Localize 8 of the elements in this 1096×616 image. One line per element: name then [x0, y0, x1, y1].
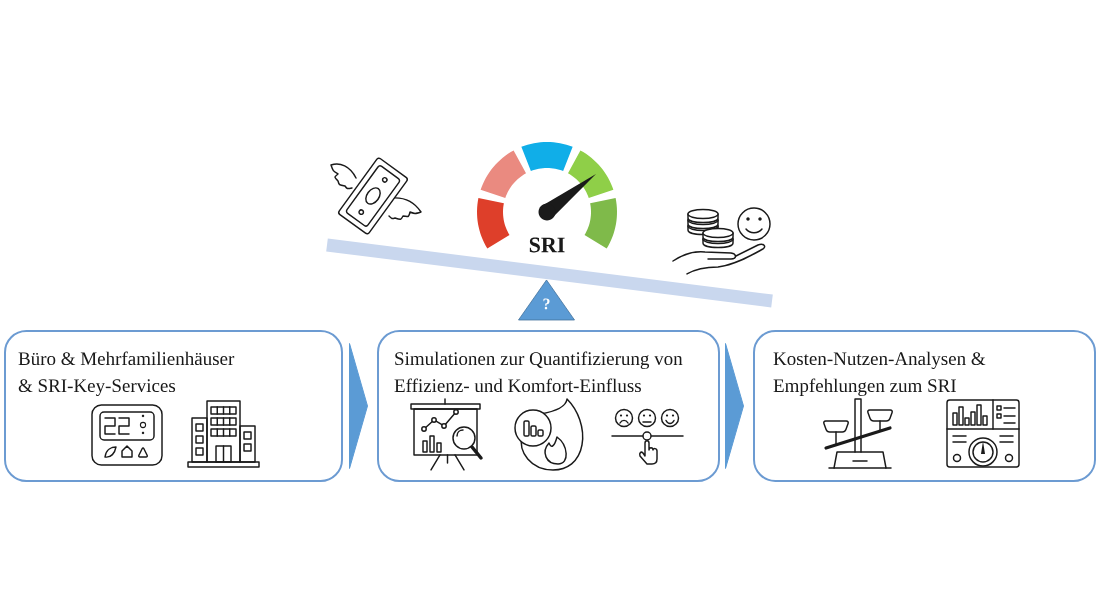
- process-box: Büro & Mehrfamilienhäuser & SRI-Key-Services: [4, 330, 343, 482]
- fulcrum-triangle: ?: [518, 279, 575, 321]
- node-label: SRI: [529, 237, 565, 253]
- gauge: SRI: [477, 142, 617, 253]
- chevron-arrow: [348, 343, 368, 469]
- chevron-arrow: [724, 343, 744, 469]
- process-box: Simulationen zur Quantifizierung von Effizienz- und Komfort-Einfluss: [377, 330, 720, 482]
- process-box: Kosten-Nutzen-Analysen & Empfehlungen zum SRI: [753, 330, 1096, 482]
